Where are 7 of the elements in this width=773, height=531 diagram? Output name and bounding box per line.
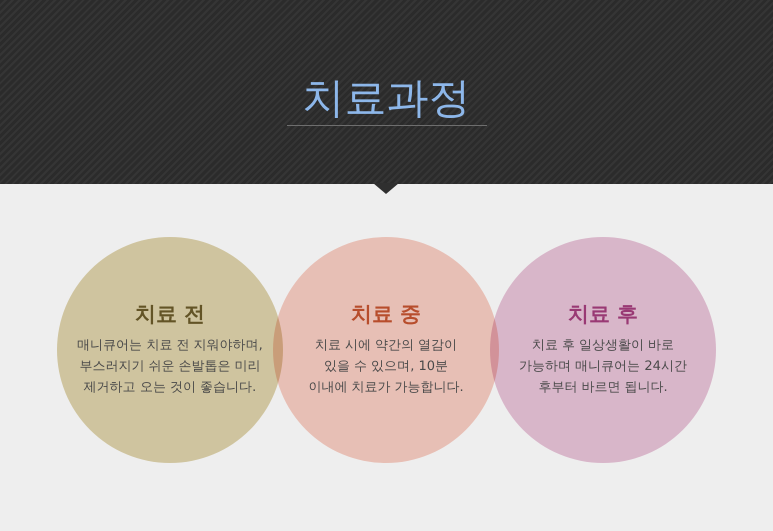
step-heading: 치료 중	[350, 301, 422, 327]
step-description: 치료 후 일상생활이 바로 가능하며 매니큐어는 24시간 후부터 바르면 됩니다.	[518, 337, 688, 397]
step-heading: 치료 후	[568, 301, 638, 327]
step-heading: 치료 전	[134, 301, 206, 327]
page-title: 치료과정	[286, 74, 486, 126]
step-description: 매니큐어는 치료 전 지워야하며, 부스러지기 쉬운 손발톱은 미리 제거하고 오는 것이 좋습니다.	[76, 337, 264, 397]
step-description: 치료 시에 약간의 열감이 있을 수 있으며, 10분 이내에 치료가 가능합니다.	[307, 337, 465, 397]
